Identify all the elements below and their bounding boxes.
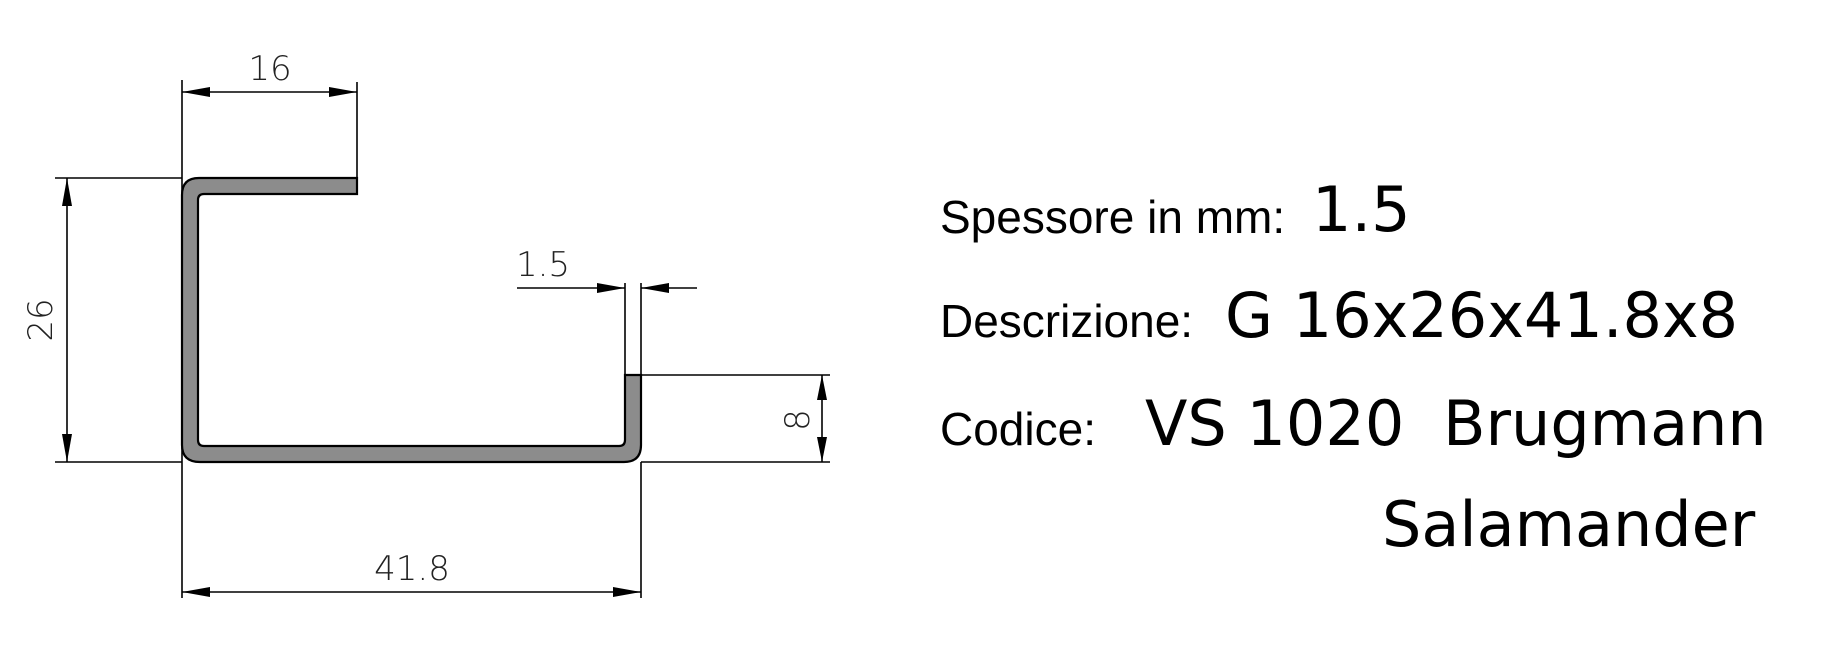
info-block: Spessore in mm: 1.5 Descrizione: G 16x26… (940, 173, 1767, 561)
thickness-label: Spessore in mm: (940, 191, 1285, 243)
description-value: G 16x26x41.8x8 (1225, 279, 1738, 352)
code-label: Codice: (940, 403, 1096, 455)
description-label: Descrizione: (940, 295, 1193, 347)
dim-width: 41.8 (182, 549, 641, 597)
dim-thickness-value: 1.5 (516, 245, 570, 285)
dim-thickness: 1.5 (516, 245, 697, 293)
code-value: VS 1020 (1145, 387, 1404, 460)
dim-width-value: 41.8 (374, 549, 450, 589)
extension-lines (55, 80, 830, 598)
brand-name-line1: Brugmann (1443, 387, 1767, 460)
profile-shape (180, 176, 643, 464)
thickness-value: 1.5 (1312, 173, 1411, 246)
dim-top-flange: 16 (182, 49, 357, 97)
dim-top-flange-value: 16 (248, 49, 291, 89)
dim-lip-value: 8 (778, 409, 818, 431)
dim-height: 26 (21, 178, 72, 462)
dim-height-value: 26 (21, 298, 61, 341)
brand-name-line2: Salamander (1382, 488, 1756, 561)
dim-lip: 8 (778, 375, 827, 462)
